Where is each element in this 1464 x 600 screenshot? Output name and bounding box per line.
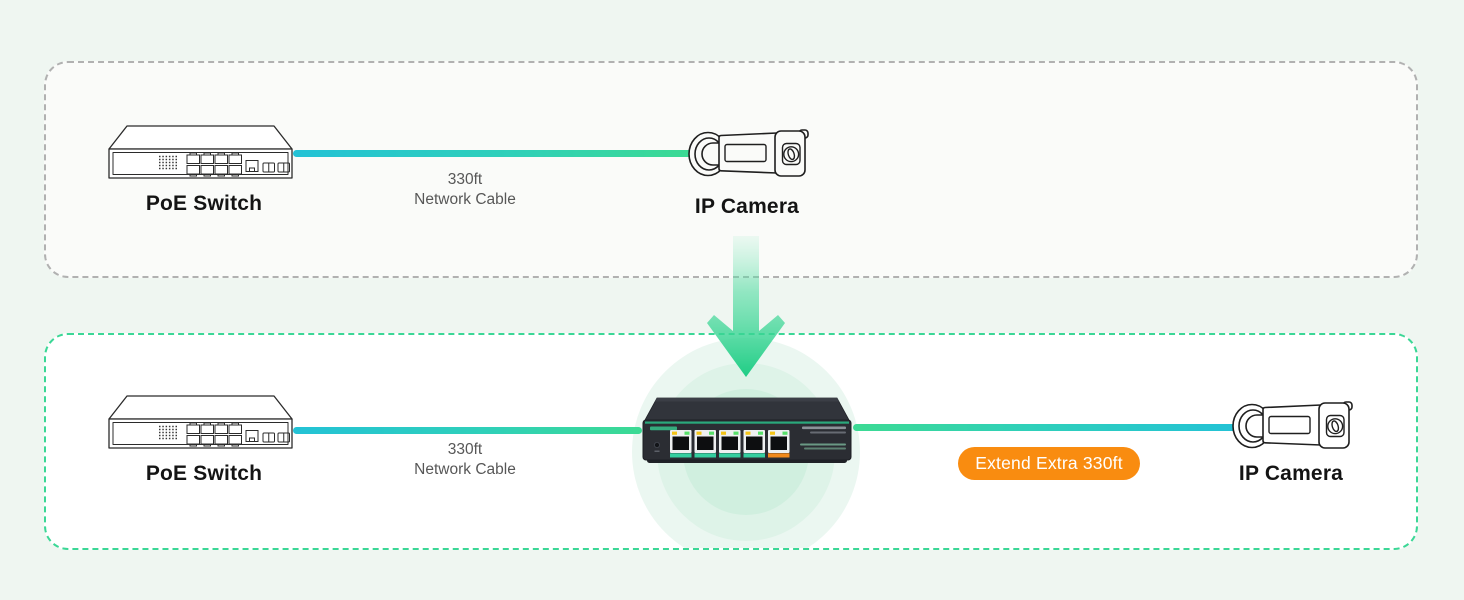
rj45-port-grid [186,152,290,177]
brand-mark [650,426,677,431]
extend-extra-badge: Extend Extra 330ft [958,447,1140,480]
cable-length: 330ft [447,171,483,188]
poe-extender-illustration [642,397,852,463]
poe-switch-illustration [108,395,293,449]
camera-label: IP Camera [694,195,800,218]
network-cable-before [293,150,692,157]
ip-camera-illustration [1232,401,1353,449]
cable-length: 330ft [447,441,483,458]
extender-poe-in-port [768,430,790,458]
poe-switch-illustration [108,125,293,179]
extender-ports [670,430,790,458]
uplink-ports [245,160,290,173]
down-arrow-icon [707,236,785,377]
network-cable-after-right [853,424,1238,431]
cable-type: Network Cable [414,461,516,479]
reset-button [653,442,660,449]
device-print-text [800,426,846,450]
switch-label: PoE Switch [145,192,263,215]
cable-length-label: 330ft Network Cable [365,440,565,481]
ip-camera-illustration [688,129,809,177]
extend-extra-badge-label: Extend Extra 330ft [975,453,1123,473]
uplink-ports [245,430,290,443]
cable-type: Network Cable [414,191,516,209]
rj45-port-grid [186,422,290,447]
camera-label: IP Camera [1238,462,1344,485]
network-cable-after-left [293,427,642,434]
cable-length-label: 330ft Network Cable [365,170,565,211]
switch-label: PoE Switch [145,462,263,485]
front-accent-stripe [645,421,849,424]
